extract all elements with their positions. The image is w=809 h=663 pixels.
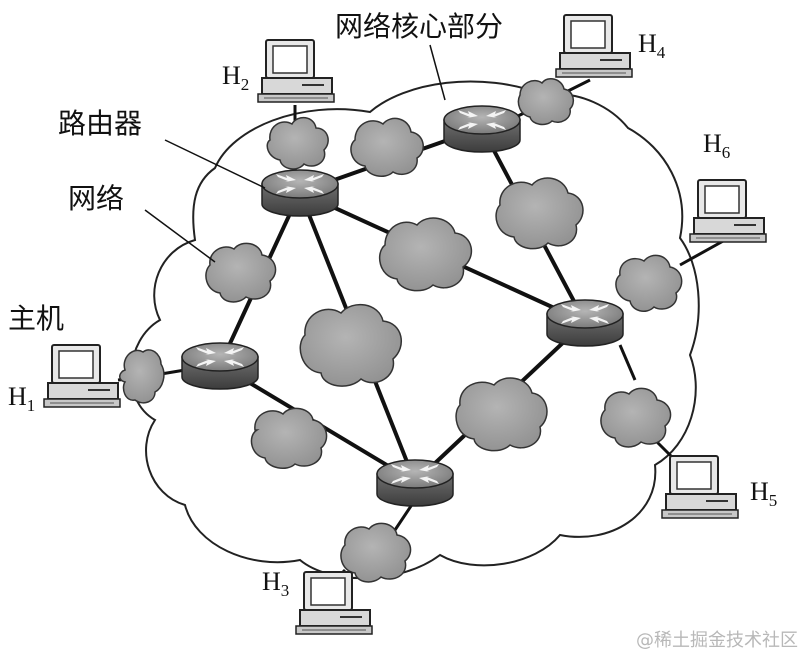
- network-label: 网络: [68, 182, 124, 215]
- network-label-pointer: [144, 209, 216, 263]
- network-cloud: [299, 303, 403, 387]
- router-icon: [376, 459, 454, 507]
- host-computer-icon: [43, 344, 121, 408]
- network-cloud: [615, 254, 683, 312]
- network-cloud: [250, 407, 328, 470]
- network-cloud: [495, 177, 584, 250]
- host-label: 主机: [8, 302, 64, 335]
- network-cloud: [378, 217, 473, 292]
- access-link-h6: [679, 238, 726, 267]
- host-computer-icon: [295, 571, 373, 635]
- router-icon: [261, 169, 339, 217]
- access-link-h5-router: [618, 344, 637, 381]
- network-cloud: [266, 116, 329, 170]
- host-label-h1: H1: [8, 382, 35, 415]
- router-icon: [546, 299, 624, 347]
- network-cloud: [455, 377, 548, 452]
- host-label-h3: H3: [262, 567, 289, 600]
- router-icon: [181, 342, 259, 390]
- network-cloud: [517, 78, 575, 126]
- host-computer-icon: [257, 39, 335, 103]
- watermark: @稀土掘金技术社区: [636, 630, 798, 651]
- network-cloud: [340, 522, 412, 583]
- core-label-pointer: [429, 44, 446, 101]
- router-label: 路由器: [58, 107, 142, 140]
- host-computer-icon: [689, 179, 767, 243]
- network-cloud: [600, 387, 672, 448]
- network-cloud: [205, 242, 277, 303]
- router-icon: [443, 105, 521, 153]
- host-label-h5: H5: [750, 477, 777, 510]
- core-label: 网络核心部分: [335, 10, 503, 43]
- host-label-h6: H6: [703, 129, 730, 162]
- router-label-pointer: [164, 139, 266, 189]
- host-computer-icon: [555, 14, 633, 78]
- host-label-h4: H4: [638, 29, 666, 62]
- host-label-h2: H2: [222, 61, 249, 94]
- network-cloud: [119, 349, 165, 404]
- host-computer-icon: [661, 455, 739, 519]
- network-cloud: [350, 117, 424, 178]
